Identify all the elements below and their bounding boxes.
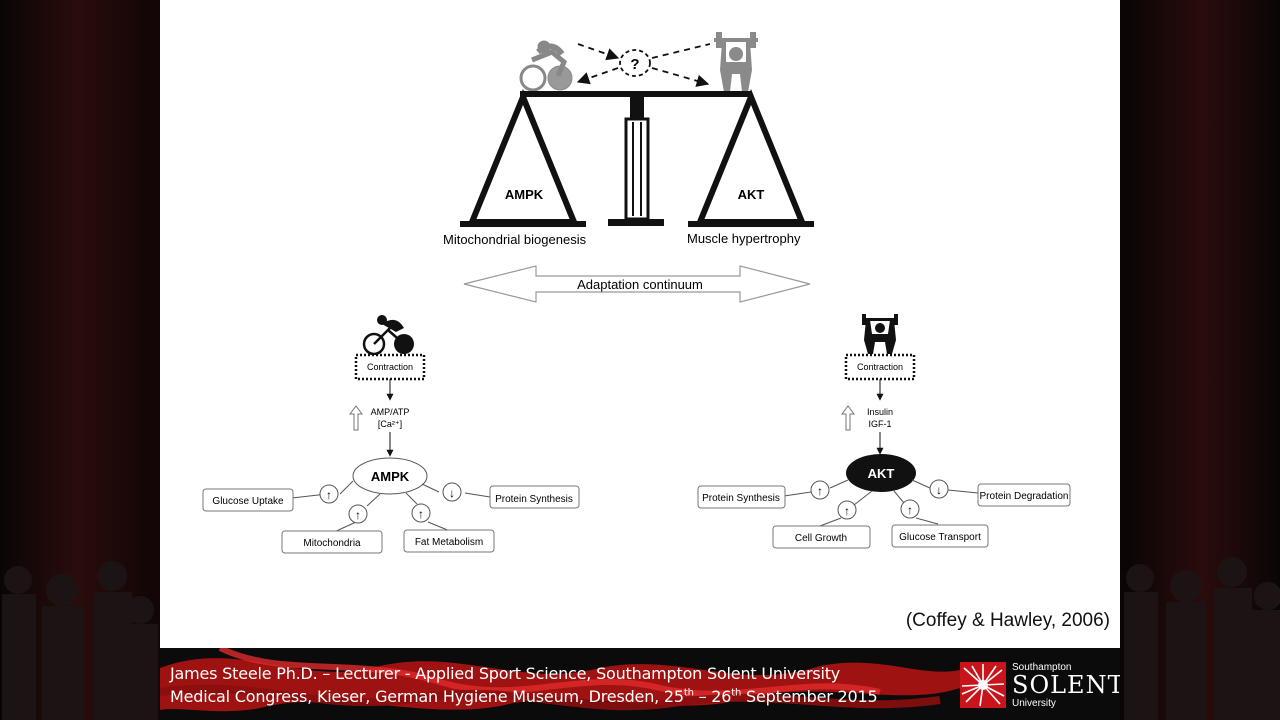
right-signal-line1: Insulin <box>867 407 893 417</box>
diagram-canvas: ? AMPK AKT Mitochondrial biogenesis Musc… <box>202 32 1071 554</box>
cyclist-top-icon <box>519 40 573 92</box>
left-arrow-fat: ↑ <box>418 507 424 521</box>
footer-event-text-c: September 2015 <box>741 687 878 706</box>
right-akt-hub-label: AKT <box>868 466 895 481</box>
right-arrow-protein: ↑ <box>817 484 823 498</box>
left-signal-line1: AMP/ATP <box>371 407 410 417</box>
logo-line-1: Southampton <box>1012 662 1072 673</box>
akt-triangle <box>695 89 807 225</box>
logo-line-3: University <box>1012 698 1056 709</box>
left-signal-up-arrow <box>349 405 363 431</box>
footer-event-sup-2: th <box>731 687 742 699</box>
left-signal-line2: [Ca²⁺] <box>378 419 402 429</box>
weightlifter-icon <box>862 314 898 354</box>
right-signal-line2: IGF-1 <box>868 419 891 429</box>
footer-event-sup-1: th <box>683 687 694 699</box>
left-connectors <box>291 480 491 534</box>
right-outcome-cell-growth: ↑ Cell Growth <box>772 500 871 549</box>
right-outcome-protein-synthesis: ↑ Protein Synthesis <box>697 480 830 509</box>
right-outcome-cell-label: Cell Growth <box>795 533 847 544</box>
left-ampk-hub-label: AMPK <box>371 469 410 484</box>
right-akt-hub <box>846 454 916 492</box>
left-contraction-label: Contraction <box>367 362 413 372</box>
footer-wave-decoration <box>160 648 960 712</box>
left-ampk-hub <box>352 457 428 495</box>
right-arrow-glucose: ↑ <box>907 503 913 517</box>
slide: ? AMPK AKT Mitochondrial biogenesis Musc… <box>160 0 1120 648</box>
adaptation-continuum-label: Adaptation continuum <box>577 277 703 292</box>
left-outcome-fat-metabolism: ↑ Fat Metabolism <box>403 503 495 553</box>
left-arrow-glucose: ↑ <box>326 488 332 502</box>
right-outcome-glucose-label: Glucose Transport <box>899 532 981 543</box>
left-outcome-glucose: ↑ Glucose Uptake <box>202 484 339 512</box>
akt-balance-label: AKT <box>738 187 765 202</box>
cyclist-icon <box>362 315 414 356</box>
left-outcome-protein-synthesis: ↓ Protein Synthesis <box>442 482 580 509</box>
right-signal-up-arrow <box>841 405 855 431</box>
right-outcome-protein-degradation: ↓ Protein Degradation <box>929 479 1071 507</box>
question-circle <box>619 49 651 77</box>
logo-line-2: SOLENT <box>1012 671 1120 699</box>
adaptation-continuum-arrow <box>463 265 811 303</box>
solent-university-logo: Southampton SOLENT University <box>960 656 1120 716</box>
left-outcome-glucose-label: Glucose Uptake <box>212 496 284 507</box>
weightlifter-top-icon <box>714 32 758 92</box>
right-connectors <box>783 479 979 527</box>
question-connectors <box>576 43 711 87</box>
solent-starburst-icon <box>960 662 1006 708</box>
left-outcome-protein-label: Protein Synthesis <box>495 494 573 505</box>
footer-event-line: Medical Congress, Kieser, German Hygiene… <box>170 687 878 706</box>
left-arrow-protein: ↓ <box>449 486 455 500</box>
citation: (Coffey & Hawley, 2006) <box>905 610 1110 631</box>
right-outcome-degradation-label: Protein Degradation <box>980 491 1069 502</box>
ampk-balance-label: AMPK <box>505 187 544 202</box>
balance-beam <box>520 91 752 97</box>
right-contraction-label: Contraction <box>857 362 903 372</box>
left-outcome-fat-label: Fat Metabolism <box>415 537 483 548</box>
right-outcome-glucose-transport: ↑ Glucose Transport <box>891 499 989 548</box>
audience-silhouettes <box>2 557 1280 720</box>
left-outcome-mitochondria-label: Mitochondria <box>303 538 361 549</box>
ampk-triangle <box>467 89 579 225</box>
muscle-hypertrophy-caption: Muscle hypertrophy <box>687 231 801 246</box>
footer-event-text-b: – 26 <box>693 687 732 706</box>
right-outcome-protein-label: Protein Synthesis <box>702 493 780 504</box>
left-outcome-mitochondria: ↑ Mitochondria <box>281 504 383 554</box>
left-arrow-mitochondria: ↑ <box>355 508 361 522</box>
question-mark: ? <box>630 56 639 73</box>
right-arrow-degradation: ↓ <box>936 483 942 497</box>
footer-event-text-a: Medical Congress, Kieser, German Hygiene… <box>170 687 684 706</box>
right-arrow-cell: ↑ <box>844 504 850 518</box>
mitochondrial-biogenesis-caption: Mitochondrial biogenesis <box>443 232 587 247</box>
footer-presenter-line: James Steele Ph.D. – Lecturer - Applied … <box>170 664 841 683</box>
right-contraction-box <box>844 353 916 381</box>
footer-bar: James Steele Ph.D. – Lecturer - Applied … <box>160 648 1120 720</box>
balance-pillar <box>608 97 664 226</box>
